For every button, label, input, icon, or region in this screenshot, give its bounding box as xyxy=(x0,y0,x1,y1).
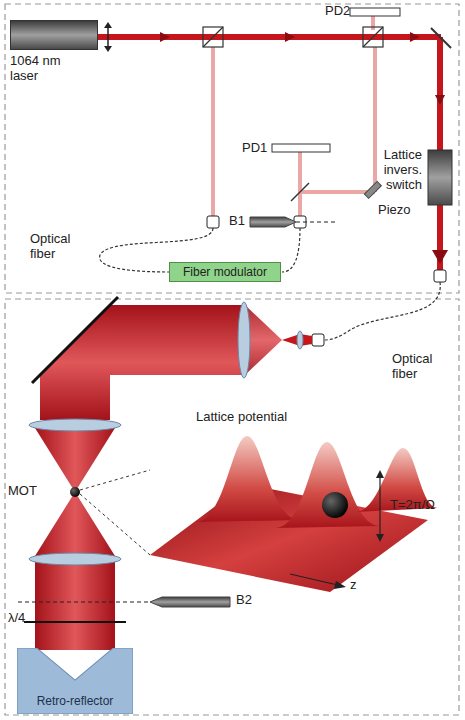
retro-reflector: Retro-reflector xyxy=(17,648,133,714)
fiber-label: Optical fiber xyxy=(30,232,82,262)
beam-arrows xyxy=(160,32,448,264)
part-label: λ/4 xyxy=(8,611,25,626)
lattice-potential xyxy=(80,436,438,592)
node-text: Retro-reflector xyxy=(17,694,133,708)
part-label: Lattice invers. switch xyxy=(352,148,422,193)
optics-top xyxy=(104,8,452,205)
detector-label: PD2 xyxy=(325,4,350,19)
laser-body xyxy=(10,20,98,50)
main-beam xyxy=(98,37,441,270)
b1-field-coil xyxy=(250,217,336,227)
node-text: Fiber modulator xyxy=(170,263,280,281)
fiber-label: Optical fiber xyxy=(392,352,448,382)
period-label: T=2π/Ω xyxy=(390,498,435,513)
part-label: MOT xyxy=(8,484,37,499)
panel-frames xyxy=(5,4,459,715)
field-label: B1 xyxy=(229,214,245,229)
pale-beams xyxy=(213,16,375,216)
part-label: Piezo xyxy=(378,203,411,218)
field-label: B2 xyxy=(236,593,252,608)
laser-label: 1064 nm laser xyxy=(10,54,72,84)
detector-label: PD1 xyxy=(242,141,267,156)
laser-source: 1064 nm laser xyxy=(10,20,98,84)
lattice-beam xyxy=(18,297,312,650)
axis-label: z xyxy=(350,578,357,593)
figure-label: Lattice potential xyxy=(196,410,287,425)
modulator-box: Fiber modulator xyxy=(169,262,281,282)
